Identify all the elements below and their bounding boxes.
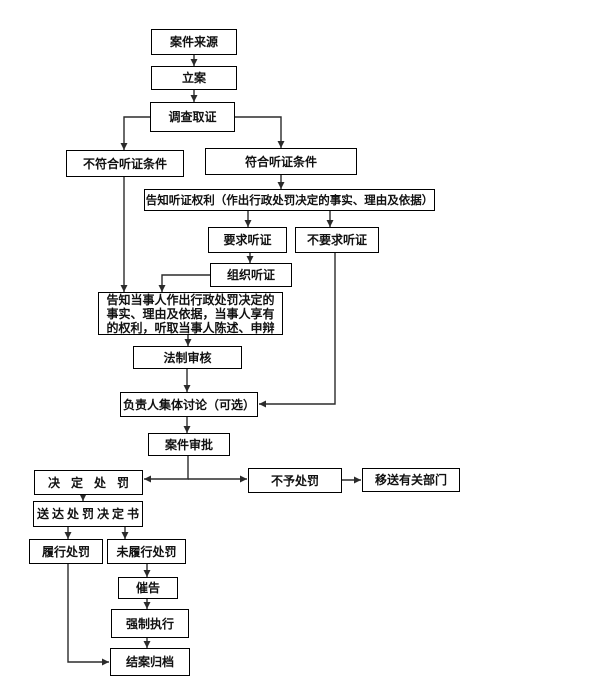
edge-fulfilled-archive bbox=[67, 564, 109, 666]
node-archive: 结案归档 bbox=[110, 648, 190, 676]
node-organize-hearing: 组织听证 bbox=[210, 263, 292, 287]
node-reminder: 催告 bbox=[118, 577, 178, 599]
node-notify-party: 告知当事人作出行政处罚决定的事实、理由及依据，当事人享有的权利，听取当事人陈述、… bbox=[98, 292, 283, 335]
node-qualified: 符合听证条件 bbox=[205, 148, 357, 175]
node-case-source: 案件来源 bbox=[151, 29, 237, 55]
edge-no-request-collective-discussion bbox=[259, 253, 336, 408]
node-filing: 立案 bbox=[151, 66, 237, 90]
node-decide-penalty: 决定处罚 bbox=[34, 470, 143, 495]
node-fulfilled-penalty: 履行处罚 bbox=[29, 539, 103, 564]
edge-case-approval-decide-penalty bbox=[144, 456, 189, 483]
node-enforcement: 强制执行 bbox=[111, 609, 189, 638]
node-transfer-department: 移送有关部门 bbox=[362, 468, 460, 492]
node-legal-review: 法制审核 bbox=[133, 346, 242, 369]
node-case-approval: 案件审批 bbox=[148, 433, 230, 456]
node-investigation: 调查取证 bbox=[150, 102, 235, 132]
edge-investigation-not-qualified bbox=[120, 116, 150, 150]
node-not-fulfilled-penalty: 未履行处罚 bbox=[107, 539, 186, 564]
edge-organize-hearing-notify-party bbox=[158, 274, 210, 292]
node-deliver-decision: 送达处罚决定书 bbox=[33, 501, 143, 527]
node-no-penalty: 不予处罚 bbox=[248, 468, 342, 493]
node-no-request-hearing: 不要求听证 bbox=[295, 227, 379, 253]
node-request-hearing: 要求听证 bbox=[208, 227, 287, 253]
node-not-qualified: 不符合听证条件 bbox=[66, 150, 184, 177]
edge-investigation-qualified bbox=[235, 116, 285, 148]
node-collective-discussion: 负责人集体讨论（可选） bbox=[120, 392, 258, 417]
node-notify-hearing-right: 告知听证权利（作出行政处罚决定的事实、理由及依据） bbox=[144, 189, 435, 211]
